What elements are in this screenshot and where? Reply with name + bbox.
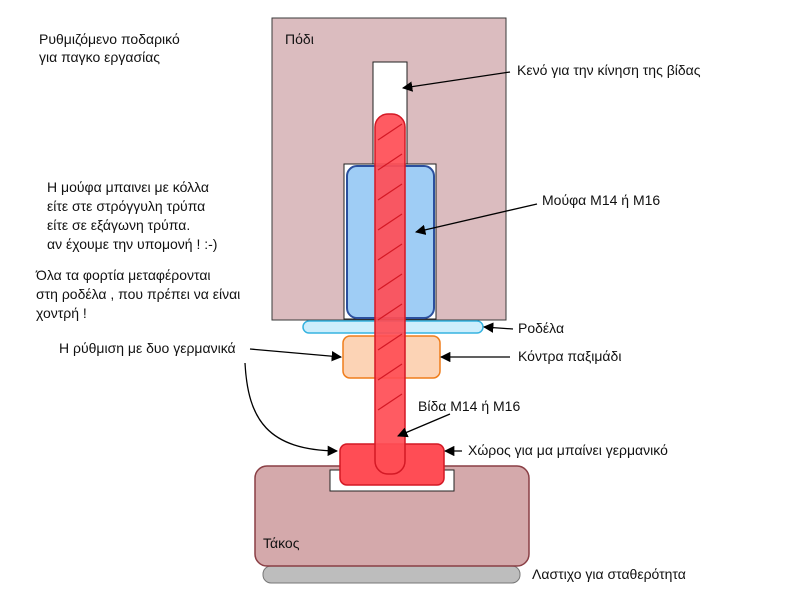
washer-label: Ροδέλα [518,320,565,336]
wrench-space-label: Χώρος για μα μπαίνει γερμανικό [468,442,668,458]
counter-nut-label: Κόντρα παξιμάδι [518,348,622,364]
adjust-note: Η ρύθμιση με δυο γερμανικά [59,340,236,356]
arrow-adjust-nut [249,348,343,362]
bolt-label: Βίδα Μ14 ή Μ16 [418,398,521,414]
arrow-coupler [414,203,538,235]
bolt-threads [377,123,403,411]
bolt-shaft [374,113,406,475]
rubber-label: Λαστιχο για σταθερότητα [532,566,686,582]
arrow-slot [401,71,511,92]
title-line-1: Ρυθμιζόμενο ποδαρικό [39,31,180,47]
arrow-bolt [397,413,451,438]
leg-label: Πόδι [285,31,314,47]
arrow-adjust-head [244,362,339,457]
arrow-washer [482,322,514,333]
load-note: Όλα τα φορτία μεταφέρονται στη ροδέλα , … [36,267,241,321]
block-label: Τάκος [263,535,300,551]
title-line-2: για παγκο εργασίας [39,49,161,65]
rubber-pad [262,565,521,584]
slot-label: Κενό για την κίνηση της βίδας [517,62,701,78]
coupler-label: Μούφα Μ14 ή Μ16 [542,192,661,208]
callout-arrows [244,71,538,457]
coupler-note: Η μούφα μπαινει με κόλλα είτε στε στρόγγ… [47,179,218,252]
